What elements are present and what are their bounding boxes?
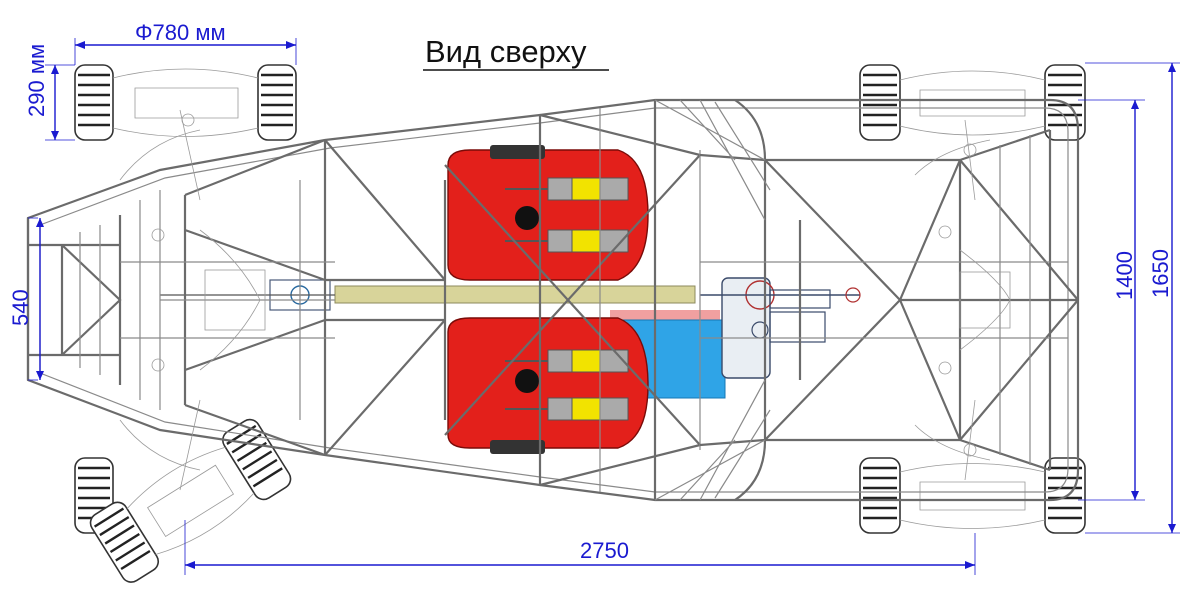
label-front-track: 540 — [8, 289, 33, 326]
dimension-overall-width: 1650 — [1085, 62, 1180, 534]
label-wheelbase: 2750 — [580, 538, 629, 563]
gearbox — [700, 277, 861, 379]
dimension-wheelbase: 2750 — [184, 520, 976, 575]
driveshaft — [334, 285, 696, 304]
front-differential — [160, 279, 335, 311]
wheel-front-right-steered — [89, 418, 292, 583]
wheel-rear-right — [859, 457, 1086, 534]
wheel-rear-left — [859, 64, 1086, 141]
tube-frame — [26, 98, 1080, 502]
dimension-front-track: 540 — [8, 217, 44, 381]
label-wheel-width: 290 мм — [24, 44, 49, 117]
seat-left — [447, 145, 649, 281]
dimension-rear-inner-track: 1400 — [1078, 99, 1145, 501]
drawing-title: Вид сверху — [425, 34, 587, 69]
label-overall-width: 1650 — [1148, 249, 1173, 298]
rear-suspension — [914, 119, 1011, 481]
front-suspension — [119, 109, 266, 491]
wheel-front-left — [74, 64, 297, 141]
seat-right — [447, 317, 649, 454]
dimension-wheel-diameter: Φ780 мм — [74, 20, 297, 65]
label-wheel-diameter: Φ780 мм — [135, 20, 226, 45]
dimension-wheel-width: 290 мм — [24, 44, 75, 141]
label-rear-inner-track: 1400 — [1112, 251, 1137, 300]
